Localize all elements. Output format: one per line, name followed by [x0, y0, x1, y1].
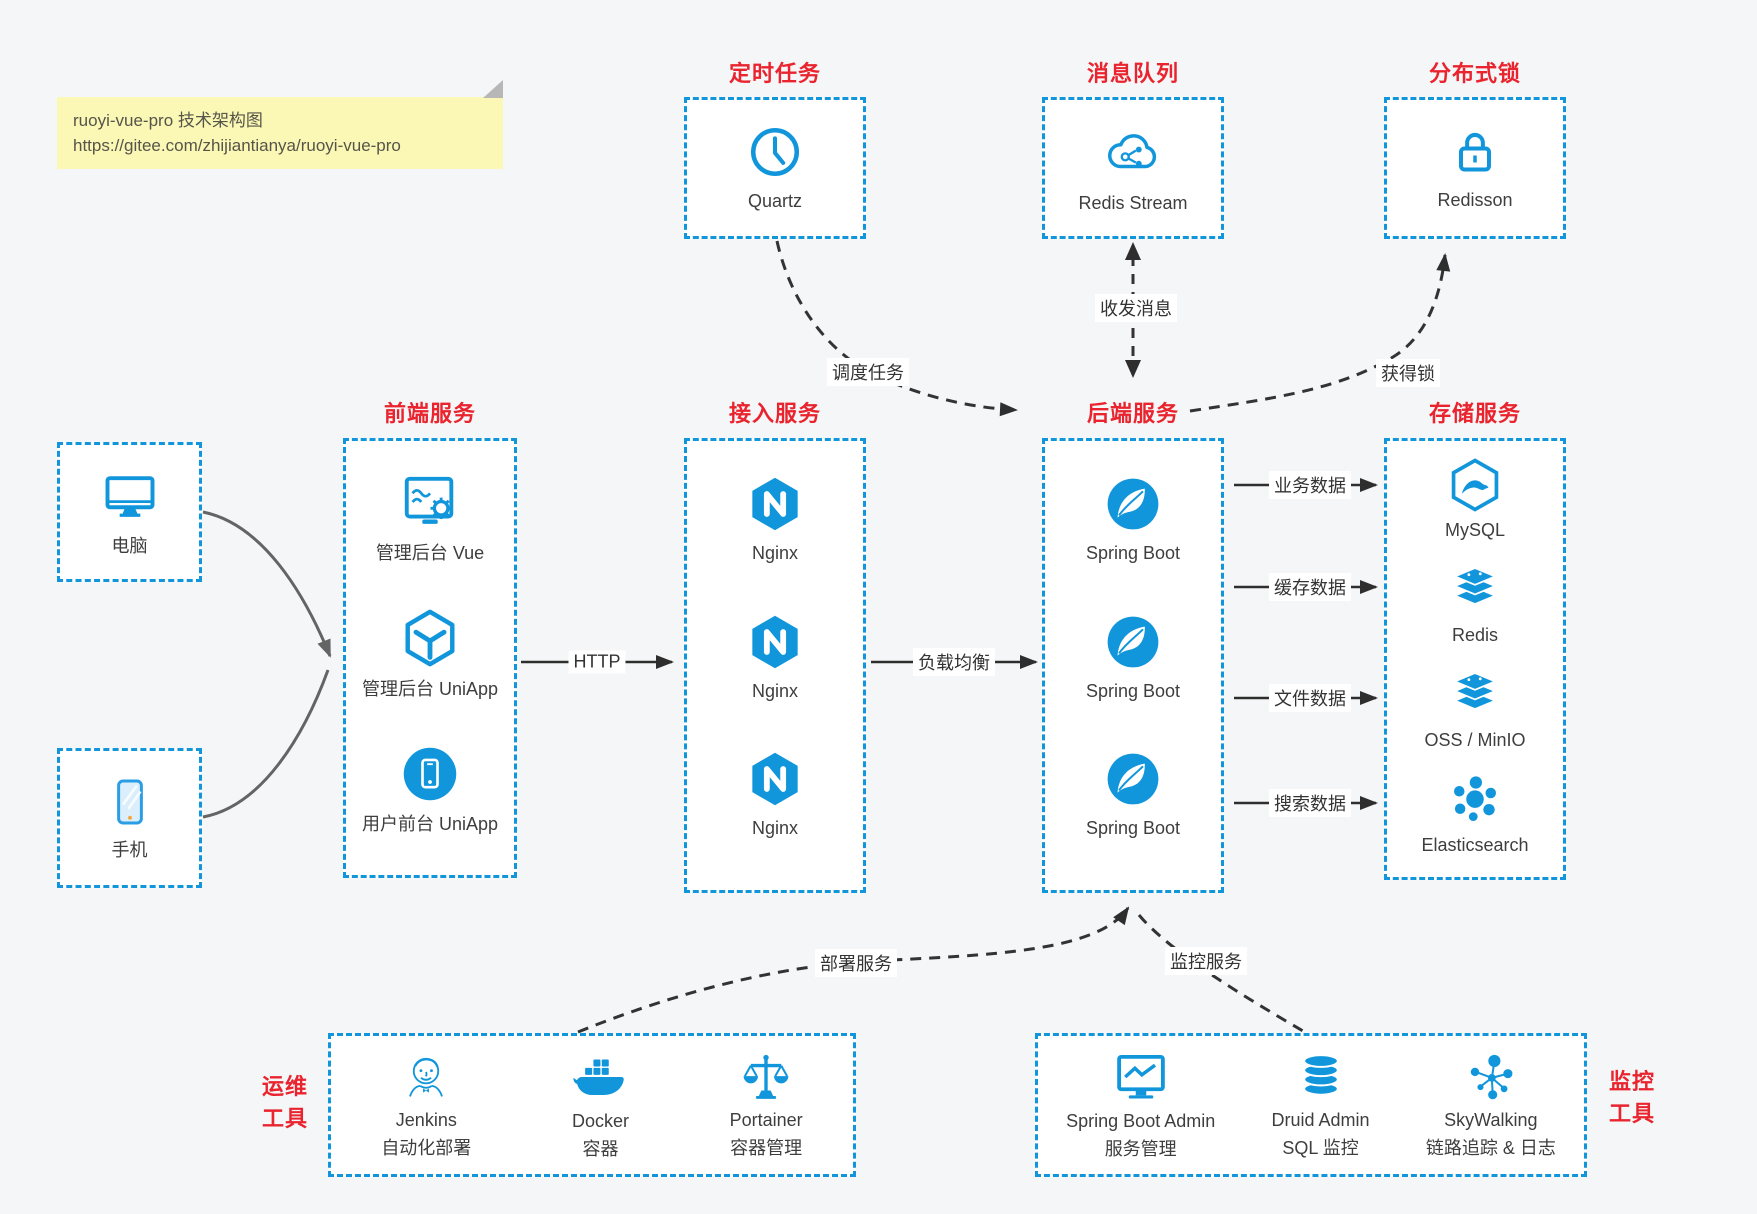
- spring-leaf-icon: [1104, 750, 1162, 808]
- redis-stack-icon: [1447, 562, 1503, 618]
- title-distributed-lock: 分布式锁: [1428, 61, 1522, 86]
- node-pc: 电脑: [100, 466, 160, 558]
- lock-icon: [1447, 124, 1503, 180]
- frontend-services-box: 管理后台 Vue 管理后台 UniApp 用户前台 UniApp: [343, 438, 517, 878]
- node-admin-vue: 管理后台 Vue: [376, 471, 484, 565]
- title-storage-services: 存储服务: [1428, 401, 1522, 426]
- spring-leaf-icon: [1104, 475, 1162, 533]
- quartz-box: Quartz: [684, 97, 866, 239]
- edge-label-biz-data: 业务数据: [1269, 471, 1351, 499]
- title-monitoring-tools: 监控 工具: [1608, 1069, 1656, 1126]
- edge-label-cache-data: 缓存数据: [1269, 573, 1351, 601]
- edge-label-http: HTTP: [568, 650, 626, 674]
- monitoring-tools-box: Spring Boot Admin 服务管理 Druid Admin SQL 监…: [1035, 1033, 1587, 1177]
- node-springboot-3: Spring Boot: [1086, 750, 1180, 840]
- title-frontend-services: 前端服务: [383, 401, 477, 426]
- node-nginx-1: Nginx: [746, 475, 804, 565]
- storage-services-box: MySQL Redis OSS / MinIO Elasticsearch: [1384, 438, 1566, 880]
- spring-leaf-icon: [1104, 613, 1162, 671]
- monitor-chart-icon: [1113, 1049, 1169, 1105]
- edge-pc-to-frontend: [202, 510, 332, 658]
- arrowhead-up: [1125, 242, 1141, 260]
- pc-client-box: 电脑: [57, 442, 202, 582]
- nginx-icon: [746, 750, 804, 808]
- node-admin-uniapp: 管理后台 UniApp: [362, 607, 498, 701]
- edge-label-file-data: 文件数据: [1269, 684, 1351, 712]
- node-docker: Docker 容器: [572, 1049, 629, 1161]
- phone-circle-icon: [400, 744, 460, 804]
- node-redis-stream: Redis Stream: [1078, 121, 1188, 215]
- node-redisson: Redisson: [1437, 124, 1513, 212]
- clock-icon: [746, 123, 804, 181]
- title-ops-tools: 运维 工具: [261, 1074, 309, 1131]
- note-title: ruoyi-vue-pro 技术架构图: [73, 111, 263, 130]
- sticky-note: ruoyi-vue-pro 技术架构图 https://gitee.com/zh…: [57, 80, 503, 169]
- edge-label-message: 收发消息: [1095, 294, 1177, 322]
- nginx-icon: [746, 613, 804, 671]
- desktop-icon: [100, 466, 160, 526]
- access-services-box: Nginx Nginx Nginx: [684, 438, 866, 893]
- arrowhead-down: [1125, 360, 1141, 378]
- node-spring-boot-admin: Spring Boot Admin 服务管理: [1066, 1049, 1215, 1161]
- edge-label-deploy: 部署服务: [815, 949, 897, 977]
- node-springboot-1: Spring Boot: [1086, 475, 1180, 565]
- cloud-queue-icon: [1102, 121, 1164, 183]
- node-quartz: Quartz: [746, 123, 804, 213]
- edge-label-lock: 获得锁: [1376, 359, 1440, 387]
- admin-screen-gear-icon: [399, 471, 461, 533]
- note-fold-icon: [483, 80, 503, 98]
- elasticsearch-cluster-icon: [1447, 772, 1503, 828]
- docker-icon: [572, 1049, 628, 1105]
- cube-icon: [399, 607, 461, 669]
- backend-services-box: Spring Boot Spring Boot Spring Boot: [1042, 438, 1224, 893]
- node-oss-minio: OSS / MinIO: [1424, 667, 1526, 752]
- edge-mobile-to-frontend: [202, 669, 330, 819]
- node-jenkins: Jenkins 自动化部署: [381, 1050, 471, 1160]
- redisson-box: Redisson: [1384, 97, 1566, 239]
- edge-label-load-balance: 负载均衡: [913, 648, 995, 676]
- node-user-uniapp: 用户前台 UniApp: [362, 744, 498, 836]
- node-redis: Redis: [1447, 562, 1503, 647]
- oss-stack-icon: [1447, 667, 1503, 723]
- node-nginx-2: Nginx: [746, 613, 804, 703]
- node-elasticsearch: Elasticsearch: [1421, 772, 1529, 857]
- node-druid-admin: Druid Admin SQL 监控: [1272, 1050, 1370, 1160]
- smartphone-icon: [102, 774, 158, 830]
- node-portainer: Portainer 容器管理: [730, 1050, 803, 1160]
- edge-lock: [1189, 253, 1451, 413]
- title-scheduled-tasks: 定时任务: [728, 61, 822, 86]
- scales-icon: [739, 1050, 793, 1104]
- node-mobile: 手机: [102, 774, 158, 862]
- nginx-icon: [746, 475, 804, 533]
- node-nginx-3: Nginx: [746, 750, 804, 840]
- mysql-icon: [1447, 457, 1503, 513]
- database-icon: [1294, 1050, 1348, 1104]
- ops-tools-box: Jenkins 自动化部署 Docker 容器 Portainer 容器管理: [328, 1033, 856, 1177]
- node-mysql: MySQL: [1445, 457, 1505, 542]
- node-skywalking: SkyWalking 链路追踪 & 日志: [1426, 1050, 1556, 1160]
- note-url: https://gitee.com/zhijiantianya/ruoyi-vu…: [73, 136, 401, 155]
- edge-label-search-data: 搜索数据: [1269, 789, 1351, 817]
- title-message-queue: 消息队列: [1086, 61, 1180, 86]
- title-access-services: 接入服务: [728, 401, 822, 426]
- mobile-client-box: 手机: [57, 748, 202, 888]
- node-cluster-icon: [1464, 1050, 1518, 1104]
- edge-label-schedule: 调度任务: [827, 358, 909, 386]
- jenkins-icon: [399, 1050, 453, 1104]
- node-springboot-2: Spring Boot: [1086, 613, 1180, 703]
- title-backend-services: 后端服务: [1086, 401, 1180, 426]
- redis-stream-box: Redis Stream: [1042, 97, 1224, 239]
- edge-label-monitor: 监控服务: [1165, 947, 1247, 975]
